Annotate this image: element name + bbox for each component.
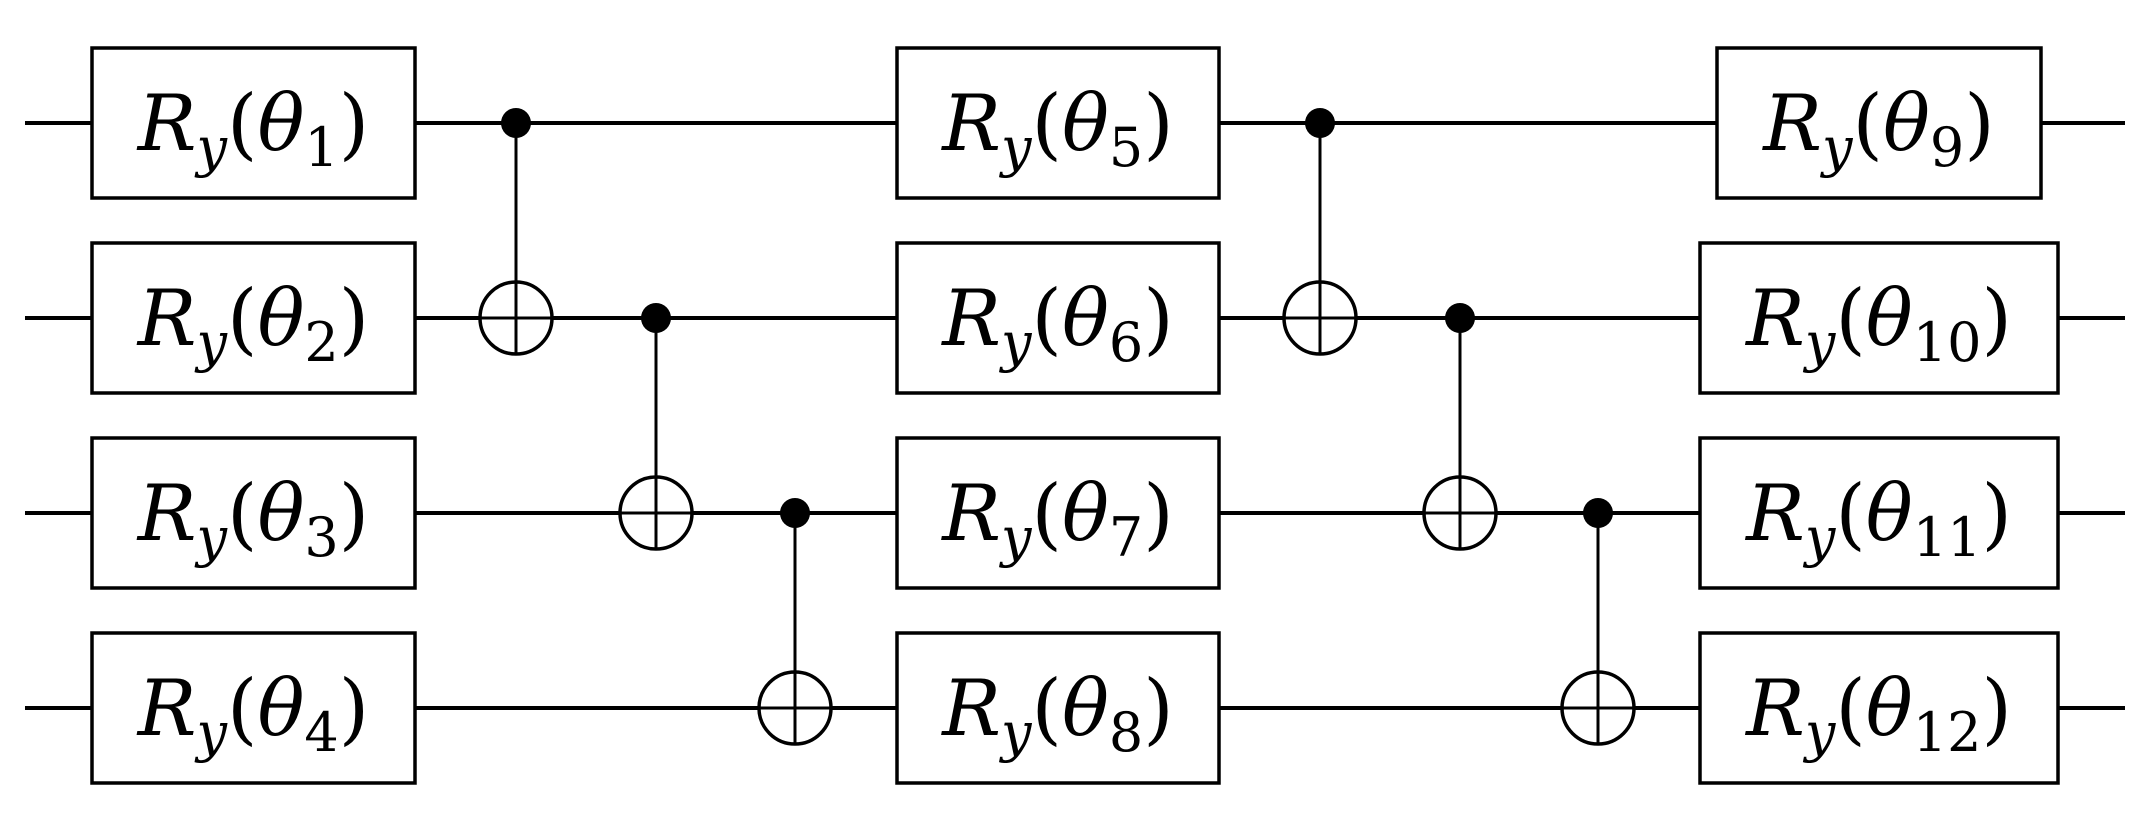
ry-gate: Ry(θ3)	[90, 436, 417, 590]
gate-box	[1698, 241, 2060, 395]
gate-label: Ry(θ1)	[136, 79, 369, 179]
cnot-gate	[618, 303, 694, 551]
gate-label: Ry(θ2)	[136, 274, 369, 374]
ry-gate: Ry(θ6)	[895, 241, 1221, 395]
control-dot	[1305, 108, 1335, 138]
cnot-gates	[478, 108, 1636, 746]
cnot-gate	[1282, 108, 1358, 356]
ry-gate: Ry(θ5)	[895, 46, 1221, 200]
ry-gate: Ry(θ8)	[895, 631, 1221, 785]
ry-gate: Ry(θ12)	[1698, 631, 2060, 785]
gate-box	[895, 241, 1221, 395]
ry-gate: Ry(θ4)	[90, 631, 417, 785]
gate-box	[895, 631, 1221, 785]
gate-label: Ry(θ9)	[1761, 79, 1994, 179]
ry-gate: Ry(θ9)	[1715, 46, 2043, 200]
ry-gate: Ry(θ11)	[1698, 436, 2060, 590]
gate-label: Ry(θ8)	[940, 664, 1173, 764]
cnot-gate	[1560, 498, 1636, 746]
ry-gate: Ry(θ1)	[90, 46, 417, 200]
gate-box	[1715, 46, 2043, 200]
gate-box	[90, 241, 417, 395]
gate-box	[1698, 436, 2060, 590]
gate-box	[895, 46, 1221, 200]
gate-label: Ry(θ12)	[1744, 664, 2012, 764]
gate-label: Ry(θ10)	[1744, 274, 2012, 374]
ry-gate: Ry(θ10)	[1698, 241, 2060, 395]
control-dot	[1445, 303, 1475, 333]
cnot-gate	[757, 498, 833, 746]
qubit-wires	[25, 121, 2125, 710]
gate-box	[90, 436, 417, 590]
cnot-gate	[478, 108, 554, 356]
control-dot	[501, 108, 531, 138]
rotation-gates: Ry(θ1) Ry(θ2) Ry(θ3) Ry(θ4) Ry(θ5) Ry(θ6) Ry(θ…	[90, 46, 2060, 785]
gate-box	[1698, 631, 2060, 785]
control-dot	[641, 303, 671, 333]
gate-label: Ry(θ6)	[940, 274, 1173, 374]
control-dot	[1583, 498, 1613, 528]
gate-label: Ry(θ5)	[940, 79, 1173, 179]
gate-box	[90, 631, 417, 785]
gate-label: Ry(θ4)	[136, 664, 369, 764]
control-dot	[780, 498, 810, 528]
gate-box	[90, 46, 417, 200]
cnot-gate	[1422, 303, 1498, 551]
gate-label: Ry(θ11)	[1744, 469, 2012, 569]
ry-gate: Ry(θ7)	[895, 436, 1221, 590]
gate-box	[895, 436, 1221, 590]
gate-label: Ry(θ7)	[940, 469, 1173, 569]
gate-label: Ry(θ3)	[136, 469, 369, 569]
ry-gate: Ry(θ2)	[90, 241, 417, 395]
